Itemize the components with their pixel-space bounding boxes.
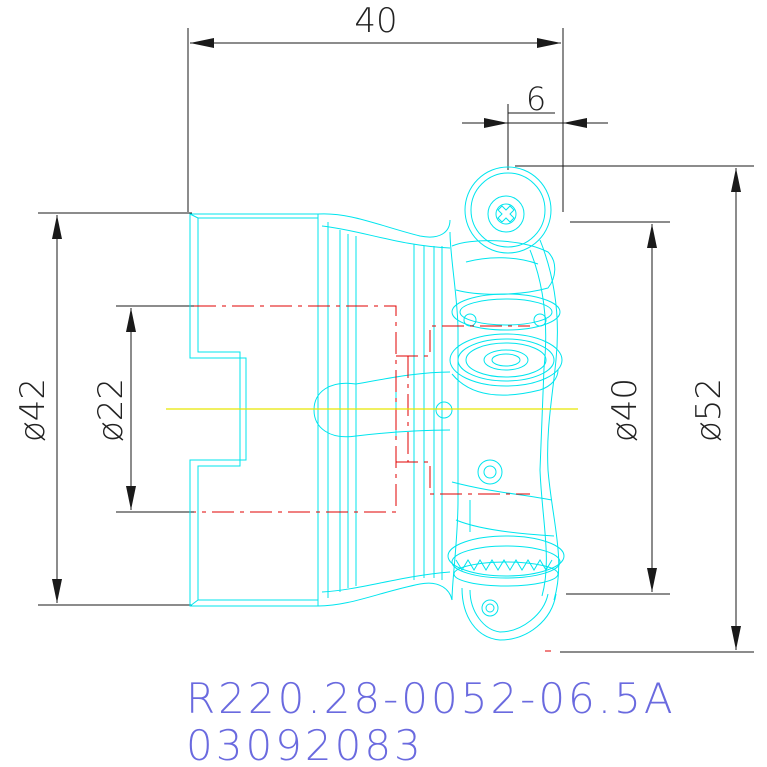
insert-column [449,231,459,601]
arrowhead [190,38,214,48]
torx-socket [497,205,515,223]
arrowhead [52,215,62,239]
arrowhead [731,626,741,650]
bottom-insert [461,587,557,641]
bore-hidden-line [396,325,530,357]
upper-flute-curve [321,225,451,249]
dimension-label-diameter-40: ø40 [605,378,645,442]
arrowhead [731,168,741,192]
center-insert [457,338,555,382]
center-insert-screw [483,349,529,371]
dimension-label-diameter-22: ø22 [91,378,131,442]
arrowhead [52,579,62,603]
lower-flute-curve [321,571,451,593]
upper-flute-curve [317,213,451,238]
lower-flute-curve [317,582,453,607]
lower-insert [453,561,559,587]
lower-insert-teeth [455,559,553,571]
dimension-label-40: 40 [354,1,397,41]
top-insert [464,166,552,254]
insert-seat [451,240,556,295]
coolant-hole [435,401,453,419]
arrowhead [126,308,136,332]
top-insert [470,172,546,248]
dimension-label-6: 6 [526,80,546,118]
lower-wedge [451,481,553,501]
center-insert [465,342,547,378]
arrowhead [647,224,657,248]
dimension-diameter-52: ø52 [515,165,754,653]
coolant-hole [477,459,503,485]
shank-edge [189,213,199,219]
arrowhead [537,38,561,48]
top-insert-screw [487,195,525,233]
chip-pocket [313,382,451,438]
cutter-body [189,166,565,641]
dimension-40: 40 [187,1,564,212]
center-insert-screw [491,353,521,367]
lower-insert [447,535,565,577]
insert-pocket [459,298,553,326]
dimension-diameter-40: ø40 [566,221,670,595]
insert-flank [451,369,559,396]
center-insert [449,333,563,387]
bottom-insert-screw [485,603,495,613]
dimension-6: 6 [462,80,608,170]
dimension-label-diameter-42: ø42 [13,378,53,442]
insert-column-outline [539,239,560,601]
arrowhead [484,118,508,128]
insert-column-outline [529,249,547,597]
bore-hidden-line [396,461,530,495]
part-number: R220.28-0052-06.5A [186,674,676,723]
serial-number: 03092083 [186,721,424,767]
coolant-hole [483,465,497,479]
shank-outline [189,213,318,607]
screw-hole [533,313,547,327]
bottom-insert-screw [481,599,499,617]
shank-edge [189,599,199,607]
insert-seat [465,257,539,265]
arrowhead [126,486,136,510]
lower-wedge [455,519,555,537]
insert-pocket [451,293,561,331]
dimension-label-diameter-52: ø52 [689,378,729,442]
lower-insert [451,545,561,579]
bottom-insert [469,589,549,633]
hidden-lines [194,305,551,652]
chip-pocket [355,371,451,385]
arrowhead [647,568,657,592]
dimension-diameter-22: ø22 [91,305,194,513]
dimension-diameter-42: ø42 [13,212,192,606]
arrowhead [563,118,587,128]
top-insert-screw [495,203,517,225]
